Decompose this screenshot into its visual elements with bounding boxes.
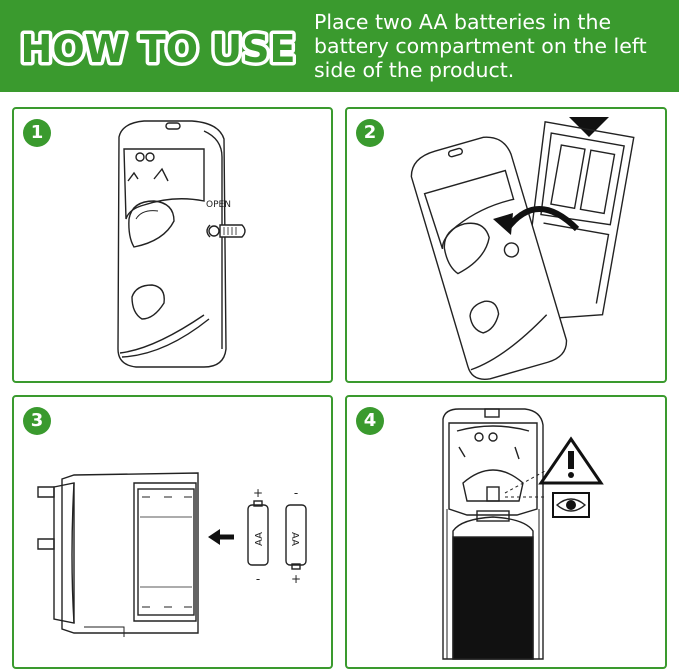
step-1-badge: 1 bbox=[23, 119, 51, 147]
step-1-panel: 1 OPEN bbox=[12, 107, 333, 383]
battery-1-plus: + bbox=[253, 486, 263, 500]
arrow-down-icon bbox=[569, 117, 609, 137]
step-4-panel: 4 bbox=[345, 395, 667, 669]
eye-icon bbox=[552, 492, 590, 518]
dispenser-open-illustration bbox=[410, 117, 635, 380]
battery-insert-illustration: AA AA + - - + bbox=[37, 472, 307, 637]
instruction-text: Place two AA batteries in the battery co… bbox=[314, 10, 647, 82]
battery-1-minus: - bbox=[256, 572, 260, 586]
battery-1-icon bbox=[247, 504, 269, 566]
step-2-badge: 2 bbox=[356, 119, 384, 147]
battery-2-icon bbox=[285, 504, 307, 566]
step-4-badge: 4 bbox=[356, 407, 384, 435]
refill-can-illustration bbox=[442, 408, 604, 660]
step-3-panel: 3 AA AA + - - + bbox=[12, 395, 333, 669]
how-to-use-title: HOW TO USE bbox=[20, 24, 296, 73]
battery-2-label: AA bbox=[289, 532, 300, 546]
battery-2-minus: - bbox=[294, 486, 298, 500]
step-2-panel: 2 bbox=[345, 107, 667, 383]
dispenser-front-illustration: OPEN bbox=[117, 120, 246, 368]
step-3-badge: 3 bbox=[23, 407, 51, 435]
how-to-use-title-text: HOW TO USE bbox=[21, 27, 296, 71]
battery-2-plus: + bbox=[291, 572, 301, 586]
open-label: OPEN bbox=[206, 200, 231, 210]
header-banner: HOW TO USE Place two AA batteries in the… bbox=[0, 0, 679, 92]
battery-1-label: AA bbox=[254, 532, 265, 546]
